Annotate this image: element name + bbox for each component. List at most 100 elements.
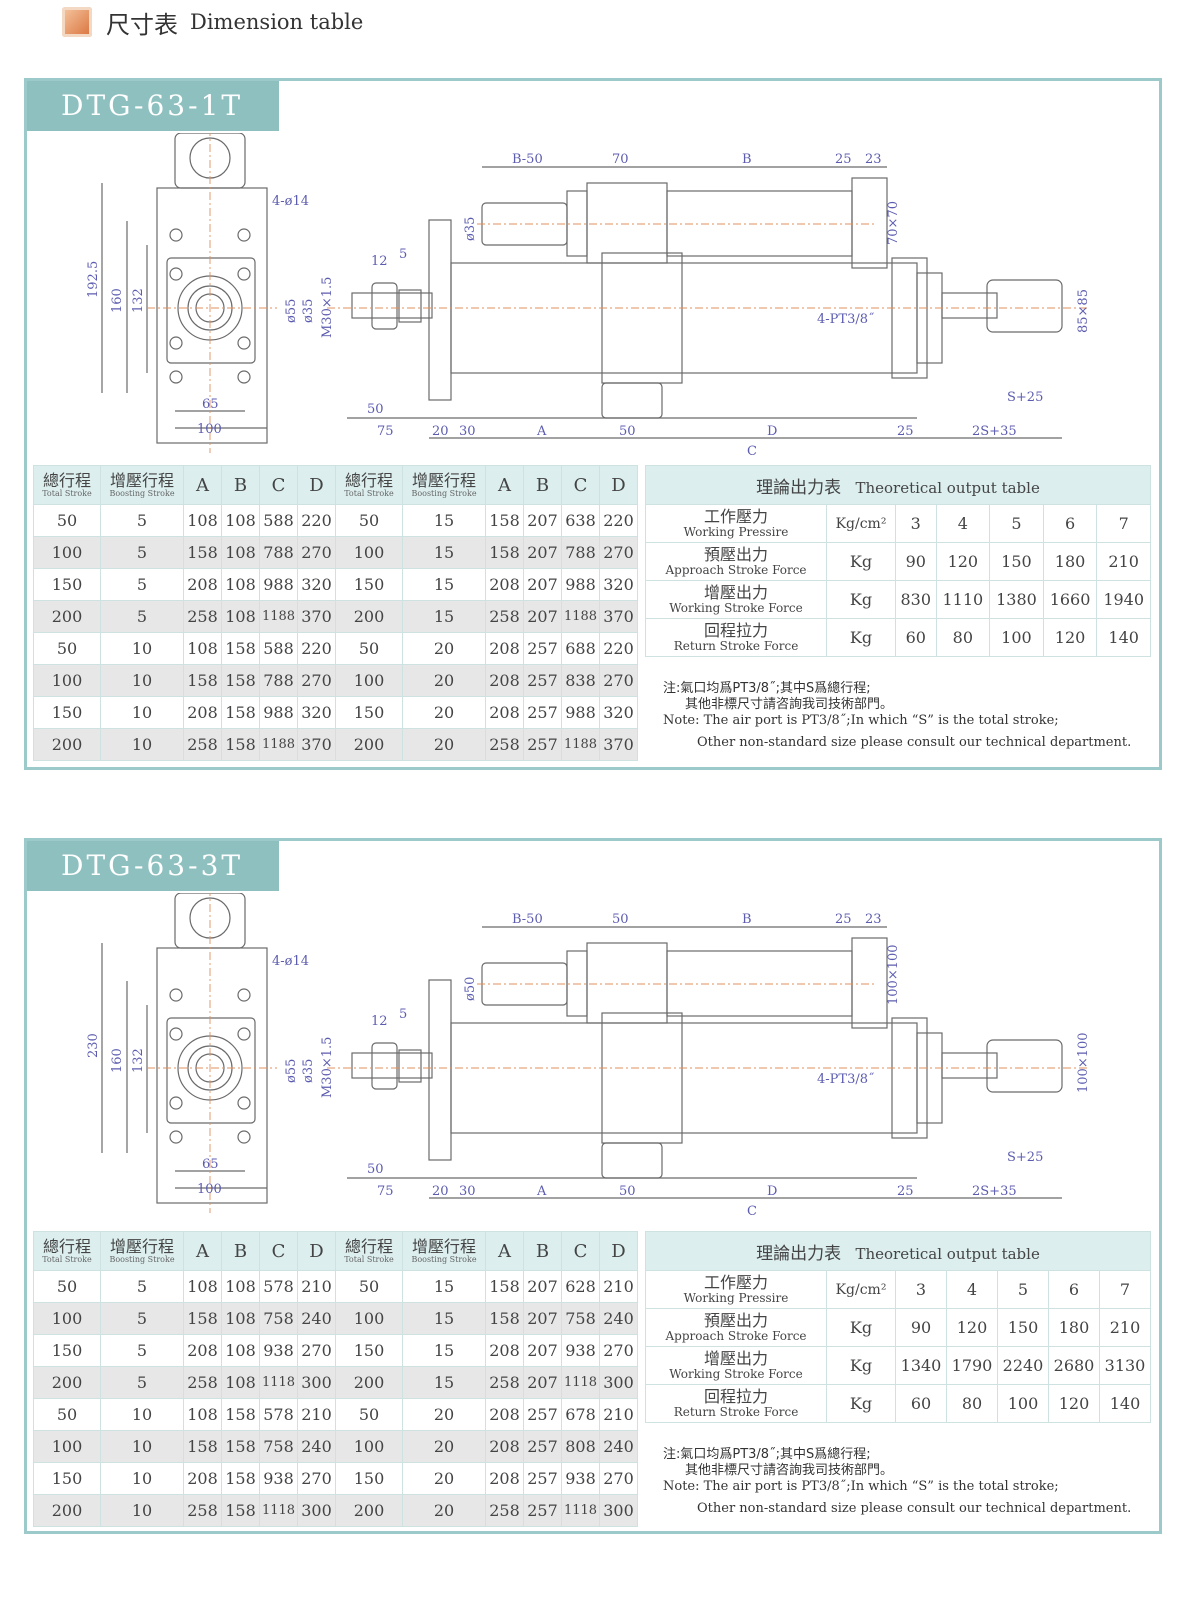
col-a-2: A (485, 465, 524, 505)
force-value: 180 (1048, 1308, 1100, 1347)
force-value: 3130 (1099, 1346, 1151, 1385)
table-cell: 20 (402, 728, 486, 761)
force-value: 140 (1099, 1384, 1151, 1423)
unit-pressure: Kg/cm² (826, 1270, 896, 1309)
rod-nut (371, 1042, 398, 1090)
table-cell: 158 (485, 536, 524, 569)
table-cell: 220 (297, 632, 336, 665)
pressure-value: 3 (895, 504, 937, 543)
table-cell: 808 (561, 1430, 600, 1463)
dim-width-100: 100 (197, 422, 222, 437)
output-table-title: 理論出力表 Theoretical output table (645, 1231, 1151, 1271)
table-cell: 15 (402, 1334, 486, 1367)
table-cell: 5 (100, 568, 184, 601)
table-cell: 370 (297, 600, 336, 633)
table-cell: 5 (100, 1366, 184, 1399)
table-cell: 270 (599, 536, 638, 569)
section-dtg-63-1t: DTG-63-1T (24, 78, 1162, 770)
table-cell: 158 (485, 504, 524, 537)
table-cell: 200 (335, 728, 403, 761)
table-cell: 100 (33, 664, 101, 697)
table-cell: 257 (523, 1430, 562, 1463)
table-cell: 588 (259, 632, 298, 665)
table-cell: 200 (335, 1494, 403, 1527)
table-cell: 108 (221, 504, 260, 537)
table-cell: 240 (297, 1302, 336, 1335)
dim-b: B (742, 912, 752, 927)
table-cell: 10 (100, 632, 184, 665)
unit-kg: Kg (826, 580, 896, 619)
table-cell: 1188 (259, 728, 298, 761)
technical-drawing: B-50 50 B 25 23 4-ø14 230 160 132 65 100… (86, 893, 1091, 1219)
dim-square-rear: 100×100 (1076, 1032, 1091, 1093)
table-cell: 938 (259, 1462, 298, 1495)
table-cell: 108 (183, 504, 222, 537)
table-cell: 257 (523, 728, 562, 761)
table-cell: 158 (183, 1302, 222, 1335)
force-value: 210 (1099, 1308, 1151, 1347)
table-cell: 270 (599, 1462, 638, 1495)
force-value: 830 (895, 580, 937, 619)
table-cell: 320 (297, 696, 336, 729)
table-cell: 10 (100, 696, 184, 729)
table-cell: 210 (297, 1398, 336, 1431)
table-cell: 10 (100, 664, 184, 697)
table-cell: 638 (561, 504, 600, 537)
force-value: 60 (895, 1384, 947, 1423)
force-value: 1660 (1042, 580, 1098, 619)
dim-cylinder-phi: ø35 (463, 217, 478, 241)
force-value: 2240 (997, 1346, 1049, 1385)
dim-20: 20 (432, 1184, 449, 1199)
table-cell: 1118 (259, 1494, 298, 1527)
dim-25b: 25 (897, 1184, 914, 1199)
rod-nut (371, 282, 398, 330)
table-cell: 220 (599, 632, 638, 665)
dim-25: 25 (835, 912, 852, 927)
table-cell: 207 (523, 536, 562, 569)
dim-25: 25 (835, 152, 852, 167)
table-cell: 5 (100, 1270, 184, 1303)
table-cell: 207 (523, 568, 562, 601)
dim-width-65: 65 (202, 397, 219, 412)
table-cell: 270 (297, 664, 336, 697)
table-cell: 50 (33, 1398, 101, 1431)
dim-50b: 50 (619, 424, 636, 439)
table-cell: 108 (221, 1270, 260, 1303)
note-en-1: Note: The air port is PT3/8˝;In which “S… (663, 713, 1059, 728)
force-value: 80 (946, 1384, 998, 1423)
force-value: 120 (1048, 1384, 1100, 1423)
table-cell: 788 (259, 664, 298, 697)
square-bullet-icon (62, 7, 92, 37)
table-cell: 258 (183, 1366, 222, 1399)
dim-s25: S+25 (1007, 1150, 1043, 1165)
table-cell: 5 (100, 536, 184, 569)
force-value: 90 (895, 1308, 947, 1347)
table-cell: 20 (402, 1430, 486, 1463)
table-cell: 938 (561, 1462, 600, 1495)
table-cell: 208 (485, 1430, 524, 1463)
note-en-1: Note: The air port is PT3/8˝;In which “S… (663, 1479, 1059, 1494)
dim-75: 75 (377, 1184, 394, 1199)
table-cell: 158 (221, 632, 260, 665)
table-cell: 20 (402, 1462, 486, 1495)
pressure-value: 5 (997, 1270, 1049, 1309)
table-cell: 108 (183, 1398, 222, 1431)
table-cell: 1118 (259, 1366, 298, 1399)
table-cell: 150 (33, 696, 101, 729)
table-cell: 158 (221, 728, 260, 761)
